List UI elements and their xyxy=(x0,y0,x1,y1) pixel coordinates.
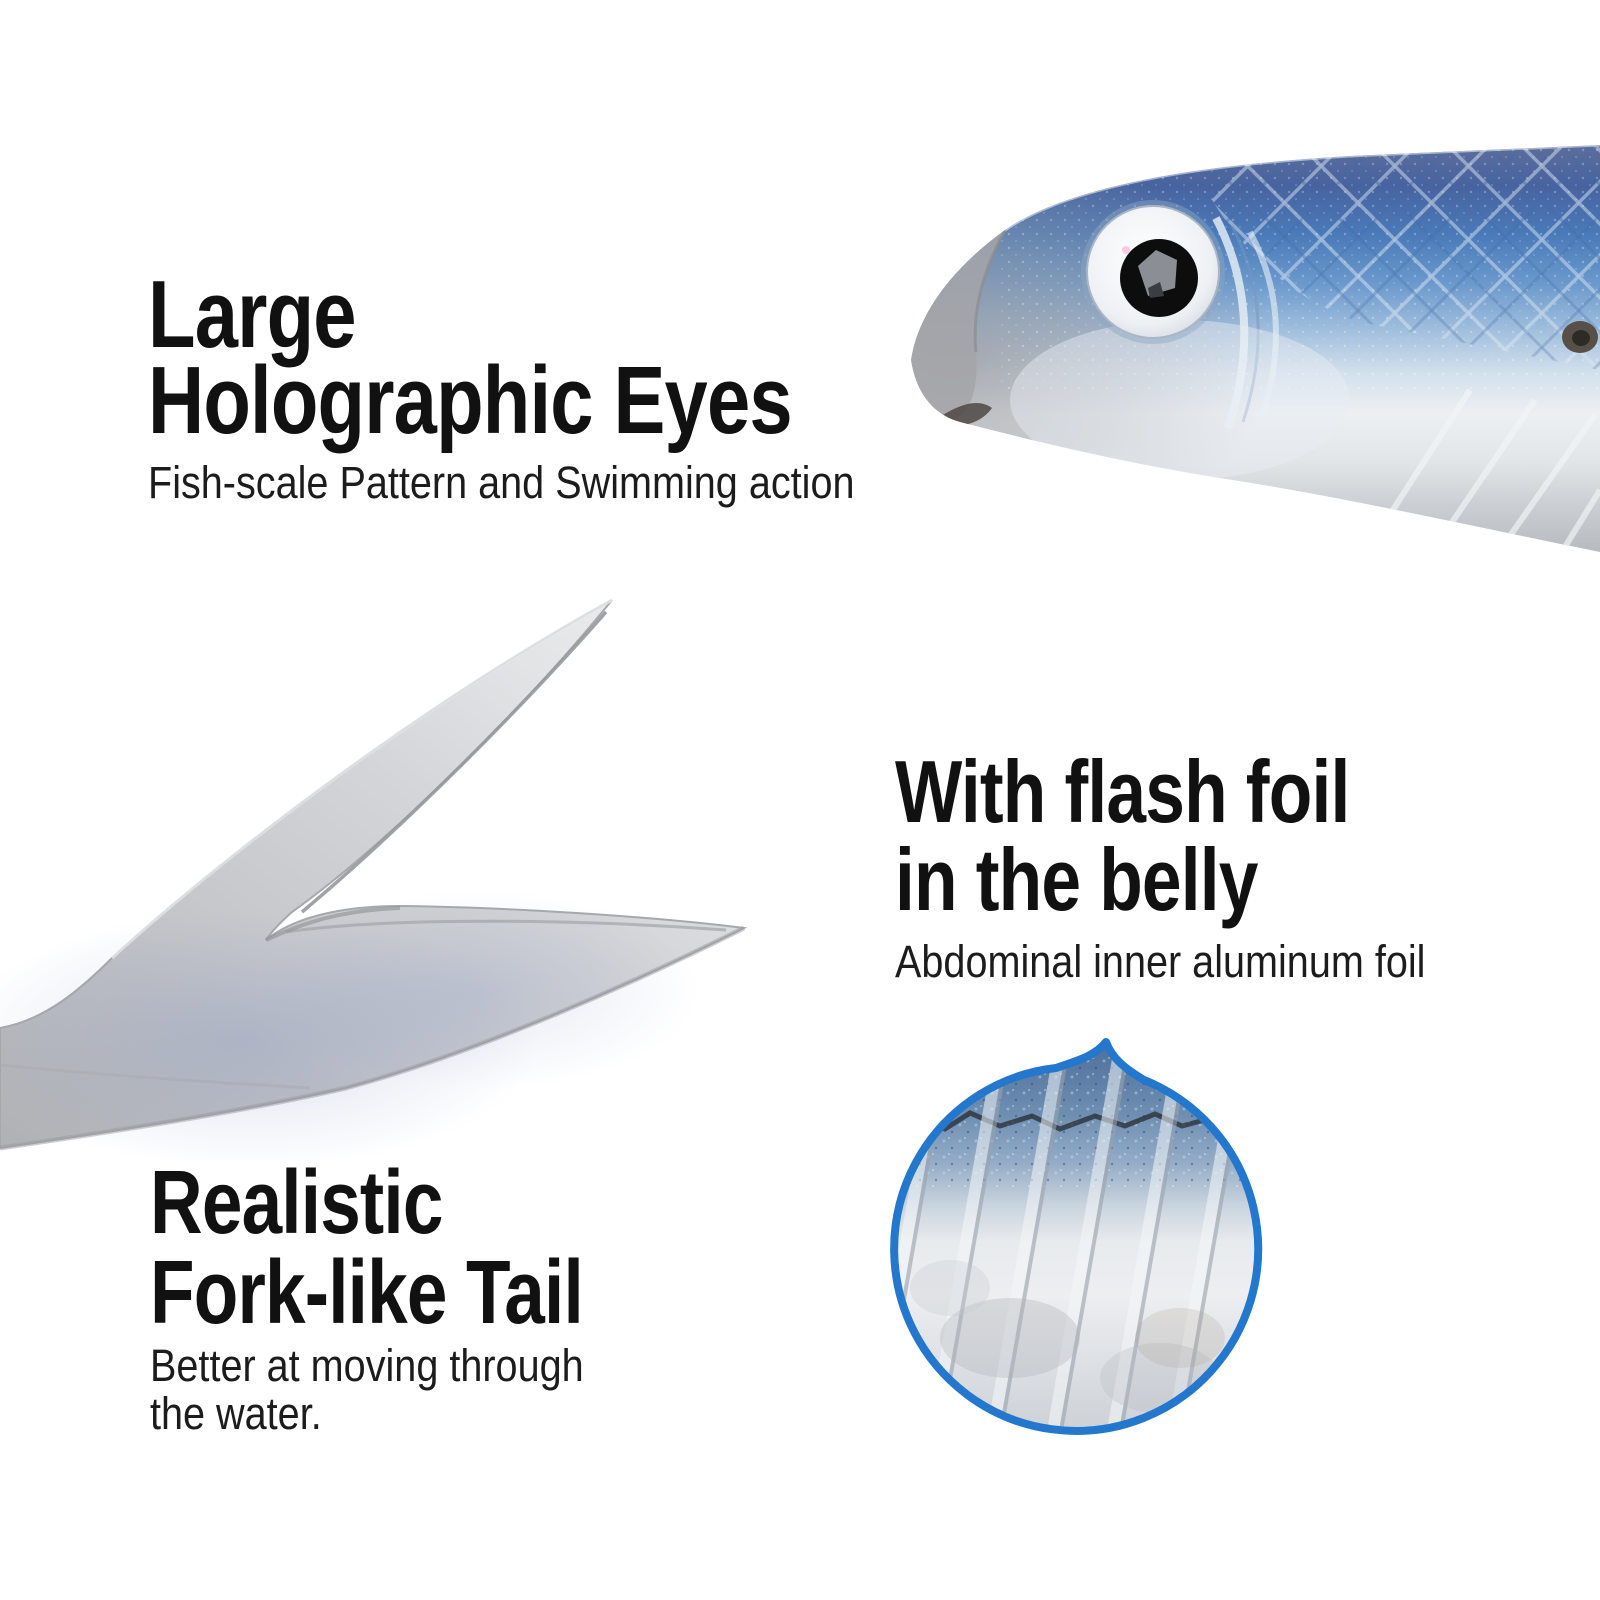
hook-slot xyxy=(1562,321,1598,353)
title-line: Large xyxy=(148,261,357,368)
lower-prong-crease xyxy=(285,919,727,934)
holographic-eye xyxy=(1081,200,1225,344)
gill-arcs xyxy=(1212,216,1279,430)
title-line: in the belly xyxy=(895,830,1258,929)
title-line: Fork-like Tail xyxy=(150,1243,584,1343)
belly-closeup-content xyxy=(895,1042,1260,1427)
title-line: With flash foil xyxy=(895,742,1350,841)
tail-section-subtitle: Better at moving through the water. xyxy=(150,1340,584,1439)
upper-prong-crease xyxy=(300,610,608,914)
body-lateral-line xyxy=(0,1063,311,1090)
title-line: Realistic xyxy=(150,1153,443,1253)
fork-like-tail-photo xyxy=(0,598,748,1160)
tail-section-title: Realistic Fork-like Tail xyxy=(150,1153,584,1343)
foil-section-title: With flash foil in the belly xyxy=(895,742,1350,929)
fish-lure-head-photo xyxy=(911,145,1600,552)
fish-body xyxy=(911,145,1600,552)
title-line: Holographic Eyes xyxy=(148,347,793,454)
tail-shape xyxy=(0,598,748,1160)
eyes-section-subtitle: Fish-scale Pattern and Swimming action xyxy=(148,457,855,508)
belly-foil-magnified-callout xyxy=(890,1038,1263,1435)
snout xyxy=(911,230,1005,420)
foil-section-subtitle: Abdominal inner aluminum foil xyxy=(895,936,1426,987)
eyes-section-title: Large Holographic Eyes xyxy=(148,261,793,454)
scale-net-pattern xyxy=(1202,145,1600,370)
callout-circle-border xyxy=(890,1038,1263,1435)
